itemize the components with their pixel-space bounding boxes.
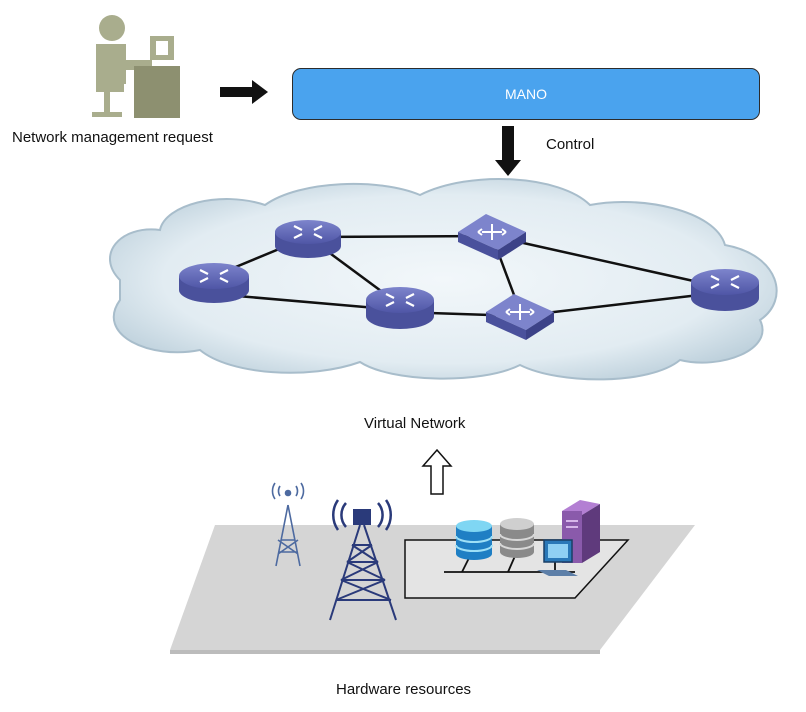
switch-icon [458, 214, 526, 260]
hardware-platform [170, 525, 695, 654]
antenna-tower-icon [271, 482, 305, 567]
link [491, 234, 726, 290]
virtual-network-label: Virtual Network [364, 415, 466, 432]
control-label: Control [546, 136, 594, 153]
arrow-up-icon [421, 448, 453, 495]
switch-icon [486, 294, 554, 340]
database-icon [499, 518, 535, 558]
mano-box: MANO [292, 68, 760, 120]
router-icon [366, 287, 434, 329]
router-icon [275, 220, 341, 258]
router-icon [179, 263, 249, 303]
router-icon [691, 269, 759, 311]
database-icon [455, 520, 493, 560]
pc-icon [537, 539, 578, 576]
request-label: Network management request [12, 129, 214, 146]
hardware-label: Hardware resources [336, 681, 471, 698]
user-at-computer-icon [92, 15, 180, 118]
arrow-right-icon [220, 80, 268, 104]
link [519, 290, 726, 318]
control-arrow-icon [495, 126, 521, 176]
radio-tower-icon [329, 499, 397, 621]
mano-label: MANO [505, 86, 547, 102]
